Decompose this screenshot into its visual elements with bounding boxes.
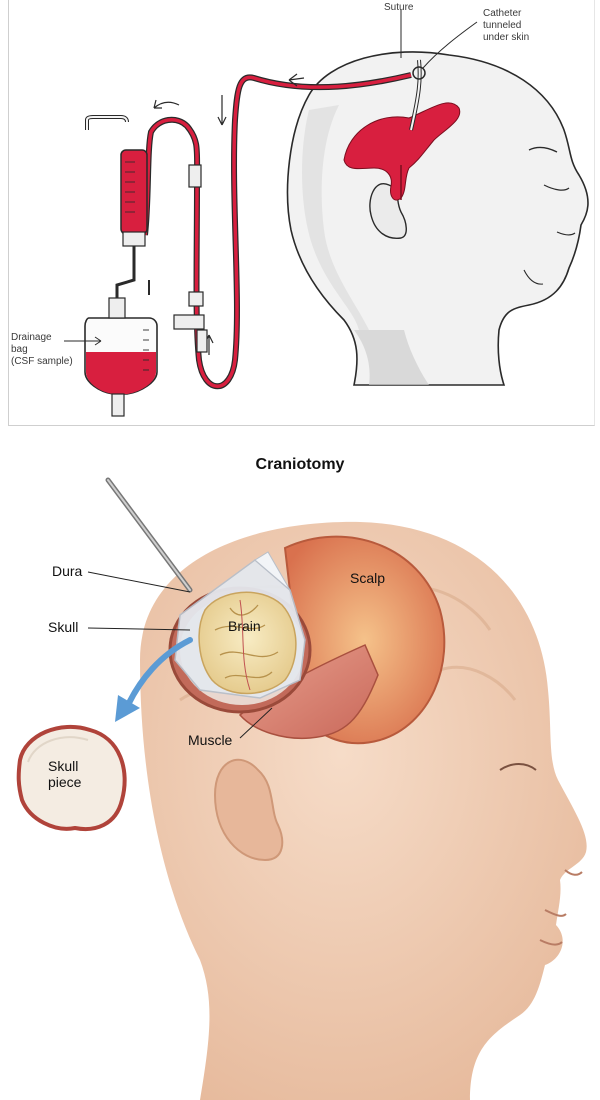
skull-label: Skull bbox=[48, 619, 79, 635]
drainage-illustration bbox=[64, 10, 589, 417]
craniotomy-illustration bbox=[16, 477, 587, 1100]
bag-label-line1: Drainage bbox=[11, 332, 52, 343]
brain-exposed bbox=[198, 591, 297, 695]
skull-piece bbox=[16, 724, 127, 831]
ear-shape-craniotomy bbox=[213, 758, 284, 862]
craniotomy-diagram-panel: Dura Skull Brain Scalp Muscle Skull piec… bbox=[0, 440, 600, 1100]
catheter-label-line2: tunneled bbox=[483, 20, 522, 31]
dura-label: Dura bbox=[52, 563, 83, 579]
head-outline bbox=[286, 51, 589, 386]
skull-piece-label-line2: piece bbox=[48, 774, 82, 790]
craniotomy-title: Craniotomy bbox=[255, 456, 345, 473]
catheter-label-line3: under skin bbox=[483, 32, 530, 43]
bag-label-line2: bag bbox=[11, 344, 28, 355]
scalp-label: Scalp bbox=[350, 570, 386, 586]
bag-label-line3: (CSF sample) bbox=[11, 356, 73, 367]
suture-label: Suture bbox=[384, 2, 414, 13]
muscle-label: Muscle bbox=[188, 732, 233, 748]
removal-arrow bbox=[125, 637, 193, 708]
catheter-label-line1: Catheter bbox=[483, 8, 522, 19]
skull-piece-label-line1: Skull bbox=[48, 758, 79, 774]
brain-label: Brain bbox=[228, 618, 261, 634]
drainage-diagram-panel: Suture Catheter tunneled under skin Drai… bbox=[8, 0, 595, 426]
